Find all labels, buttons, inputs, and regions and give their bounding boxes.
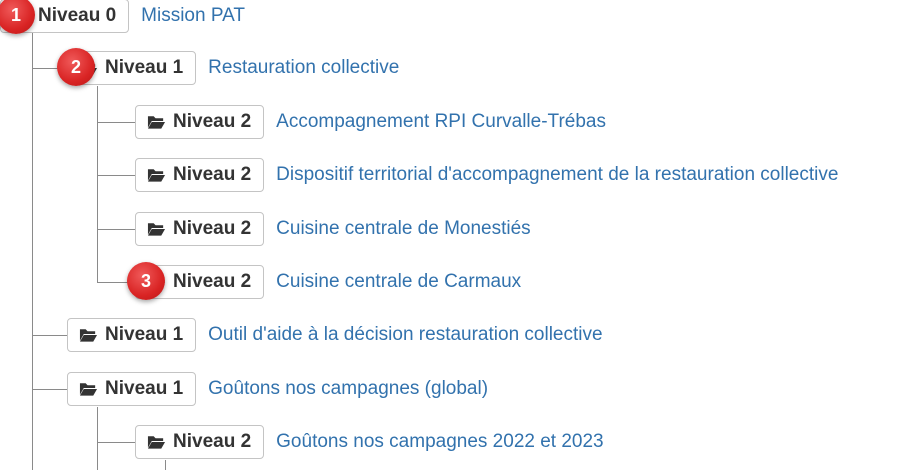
tree-node: Niveau 1 Restauration collective	[67, 51, 399, 85]
level-badge[interactable]: Niveau 1	[67, 372, 197, 406]
connector-line	[97, 86, 98, 282]
node-title-link[interactable]: Goûtons nos campagnes 2022 et 2023	[276, 431, 604, 452]
folder-open-icon	[147, 436, 166, 449]
node-title-link[interactable]: Mission PAT	[141, 5, 245, 26]
tree-node: Niveau 2 Goûtons nos campagnes 2022 et 2…	[135, 425, 604, 459]
level-label: Niveau 2	[173, 164, 252, 185]
connector-line	[32, 335, 68, 336]
level-label: Niveau 2	[173, 271, 252, 292]
node-title-link[interactable]: Cuisine centrale de Monestiés	[276, 218, 531, 239]
tree-node: Niveau 2 Accompagnement RPI Curvalle-Tré…	[135, 105, 606, 139]
tree-node: Niveau 0 Mission PAT	[0, 0, 245, 33]
folder-open-icon	[147, 169, 166, 182]
level-badge[interactable]: Niveau 2	[135, 105, 265, 139]
node-title-link[interactable]: Accompagnement RPI Curvalle-Trébas	[276, 111, 606, 132]
level-label: Niveau 2	[173, 431, 252, 452]
connector-line	[97, 122, 136, 123]
tree-node: Niveau 2 Dispositif territorial d'accomp…	[135, 158, 838, 192]
connector-line	[165, 460, 166, 470]
connector-line	[97, 442, 136, 443]
connector-line	[32, 33, 33, 470]
node-title-link[interactable]: Cuisine centrale de Carmaux	[276, 271, 522, 292]
folder-open-icon	[79, 329, 98, 342]
level-label: Niveau 0	[38, 5, 117, 26]
connector-line	[32, 389, 68, 390]
node-title-link[interactable]: Outil d'aide à la décision restauration …	[208, 324, 603, 345]
annotation-marker: 1	[0, 0, 35, 34]
level-label: Niveau 2	[173, 111, 252, 132]
level-label: Niveau 2	[173, 218, 252, 239]
annotation-marker: 2	[57, 48, 95, 86]
tree-node: Niveau 1 Goûtons nos campagnes (global)	[67, 372, 488, 406]
level-label: Niveau 1	[105, 57, 184, 78]
connector-line	[97, 229, 136, 230]
connector-line	[97, 282, 136, 283]
level-label: Niveau 1	[105, 378, 184, 399]
connector-line	[97, 407, 98, 470]
folder-open-icon	[147, 116, 166, 129]
tree-node: Niveau 1 Outil d'aide à la décision rest…	[67, 318, 603, 352]
node-title-link[interactable]: Restauration collective	[208, 57, 400, 78]
folder-open-icon	[147, 223, 166, 236]
tree-node: Niveau 2 Cuisine centrale de Carmaux	[135, 265, 521, 299]
connector-line	[32, 68, 68, 69]
level-badge[interactable]: Niveau 2	[135, 425, 265, 459]
annotation-marker: 3	[127, 262, 165, 300]
node-title-link[interactable]: Goûtons nos campagnes (global)	[208, 378, 489, 399]
tree-node: Niveau 2 Cuisine centrale de Monestiés	[135, 212, 531, 246]
connector-line	[97, 175, 136, 176]
level-badge[interactable]: Niveau 1	[67, 318, 197, 352]
folder-open-icon	[79, 383, 98, 396]
level-badge[interactable]: Niveau 2	[135, 158, 265, 192]
node-title-link[interactable]: Dispositif territorial d'accompagnement …	[276, 164, 839, 185]
level-label: Niveau 1	[105, 324, 184, 345]
level-badge[interactable]: Niveau 2	[135, 212, 265, 246]
